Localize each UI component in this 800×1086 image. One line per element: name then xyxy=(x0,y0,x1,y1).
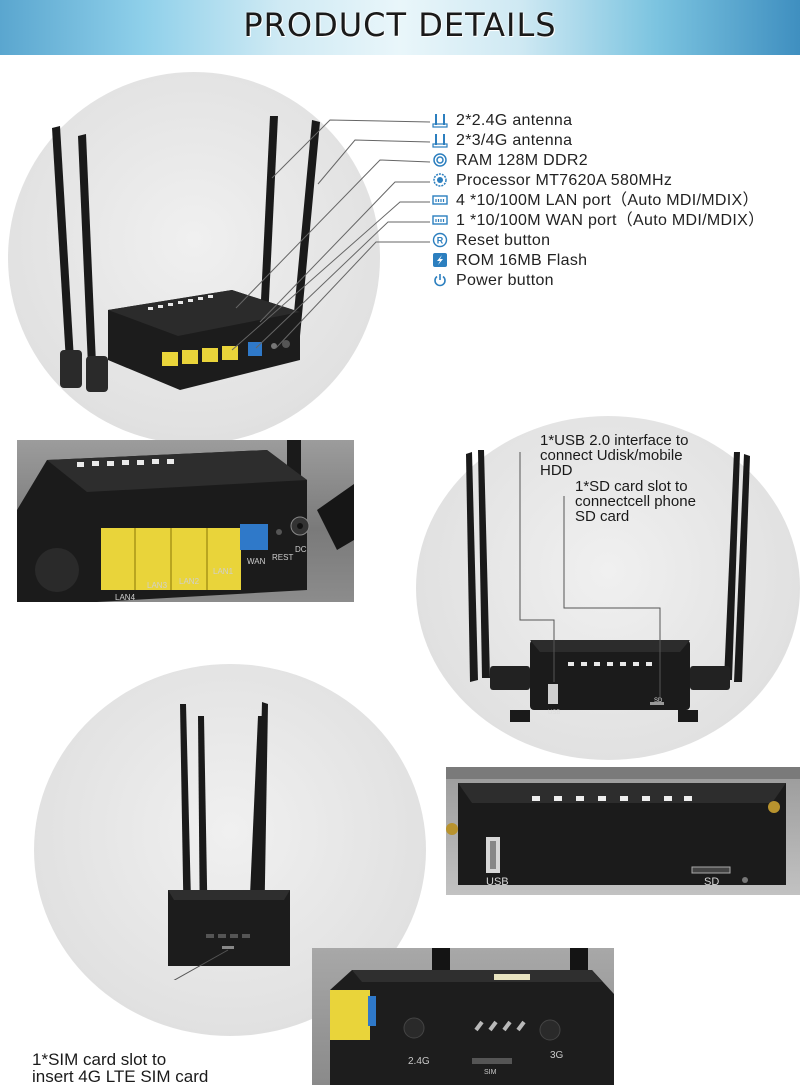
ports-closeup-photo: LAN4 LAN3 LAN2 LAN1 WAN REST DC xyxy=(17,440,354,602)
spec-processor: Processor MT7620A 580MHz xyxy=(432,171,672,191)
sd-callout-line1: 1*SD card slot to xyxy=(575,478,688,495)
usb-sd-illustration: USB SD xyxy=(466,450,750,722)
spec-text: Power button xyxy=(456,272,554,289)
spec-reset-button: R Reset button xyxy=(432,231,550,251)
flash-icon xyxy=(433,253,447,267)
reset-icon: R xyxy=(432,232,448,248)
usb-port-label: USB xyxy=(548,710,560,716)
spec-ram: RAM 128M DDR2 xyxy=(432,151,588,171)
spec-2-4g-antenna: 2*2.4G antenna xyxy=(432,111,572,131)
usb-sd-closeup-photo: USB SD xyxy=(446,767,800,895)
port-label-lan3: LAN3 xyxy=(147,581,168,590)
sd-label: SD xyxy=(704,876,719,888)
antenna-icon xyxy=(432,134,448,148)
ethernet-port-icon xyxy=(432,215,448,225)
ethernet-port-icon xyxy=(432,195,448,205)
port-label-lan1: LAN1 xyxy=(213,567,234,576)
usb-callout-line3: HDD xyxy=(540,462,573,479)
sd-callout-line2: connectcell phone xyxy=(575,493,696,510)
port-label-lan4: LAN4 xyxy=(115,593,136,602)
spec-text: 4 *10/100M LAN port（Auto MDI/MDIX） xyxy=(456,192,759,209)
sd-callout-line3: SD card xyxy=(575,508,630,525)
spec-3-4g-antenna: 2*3/4G antenna xyxy=(432,131,572,151)
port-label-lan2: LAN2 xyxy=(179,577,200,586)
sim-photo-label-2-4g: 2.4G xyxy=(408,1056,430,1067)
usb-label: USB xyxy=(486,876,509,888)
spec-text: ROM 16MB Flash xyxy=(456,252,588,269)
sim-closeup-photo: 2.4G SIM 3G xyxy=(312,948,614,1085)
page-title: PRODUCT DETAILS xyxy=(243,6,557,44)
port-label-wan: WAN xyxy=(247,557,266,566)
spec-text: 2*3/4G antenna xyxy=(456,132,573,149)
processor-chip-icon xyxy=(433,173,447,187)
spec-power-button: Power button xyxy=(432,271,554,291)
spec-text: Reset button xyxy=(456,232,551,249)
antenna-icon xyxy=(432,114,448,128)
header-banner xyxy=(0,0,800,55)
spec-text: RAM 128M DDR2 xyxy=(456,152,588,169)
spec-text: Processor MT7620A 580MHz xyxy=(456,172,673,189)
ram-chip-icon xyxy=(433,153,447,167)
spec-lan-port: 4 *10/100M LAN port（Auto MDI/MDIX） xyxy=(432,191,759,211)
spec-wan-port: 1 *10/100M WAN port（Auto MDI/MDIX） xyxy=(432,211,764,231)
sim-callout-line1: 1*SIM card slot to xyxy=(32,1050,167,1069)
port-label-dc: DC xyxy=(295,545,307,554)
usb-callout-line2: connect Udisk/mobile xyxy=(540,447,683,464)
port-label-rest: REST xyxy=(272,553,293,562)
sim-photo-label-sim: SIM xyxy=(484,1069,497,1076)
spec-text: 1 *10/100M WAN port（Auto MDI/MDIX） xyxy=(456,212,765,229)
sim-callout-line2: insert 4G LTE SIM card xyxy=(32,1067,209,1086)
sd-port-label: SD xyxy=(654,698,663,704)
spec-rom-flash: ROM 16MB Flash xyxy=(432,251,587,271)
router-overview-illustration xyxy=(52,116,431,392)
spec-text: 2*2.4G antenna xyxy=(456,112,573,129)
sim-photo-label-3g: 3G xyxy=(550,1050,564,1061)
sim-router-illustration xyxy=(168,702,290,980)
power-icon xyxy=(434,274,446,287)
usb-callout-line1: 1*USB 2.0 interface to xyxy=(540,432,689,449)
svg-text:R: R xyxy=(437,236,444,246)
